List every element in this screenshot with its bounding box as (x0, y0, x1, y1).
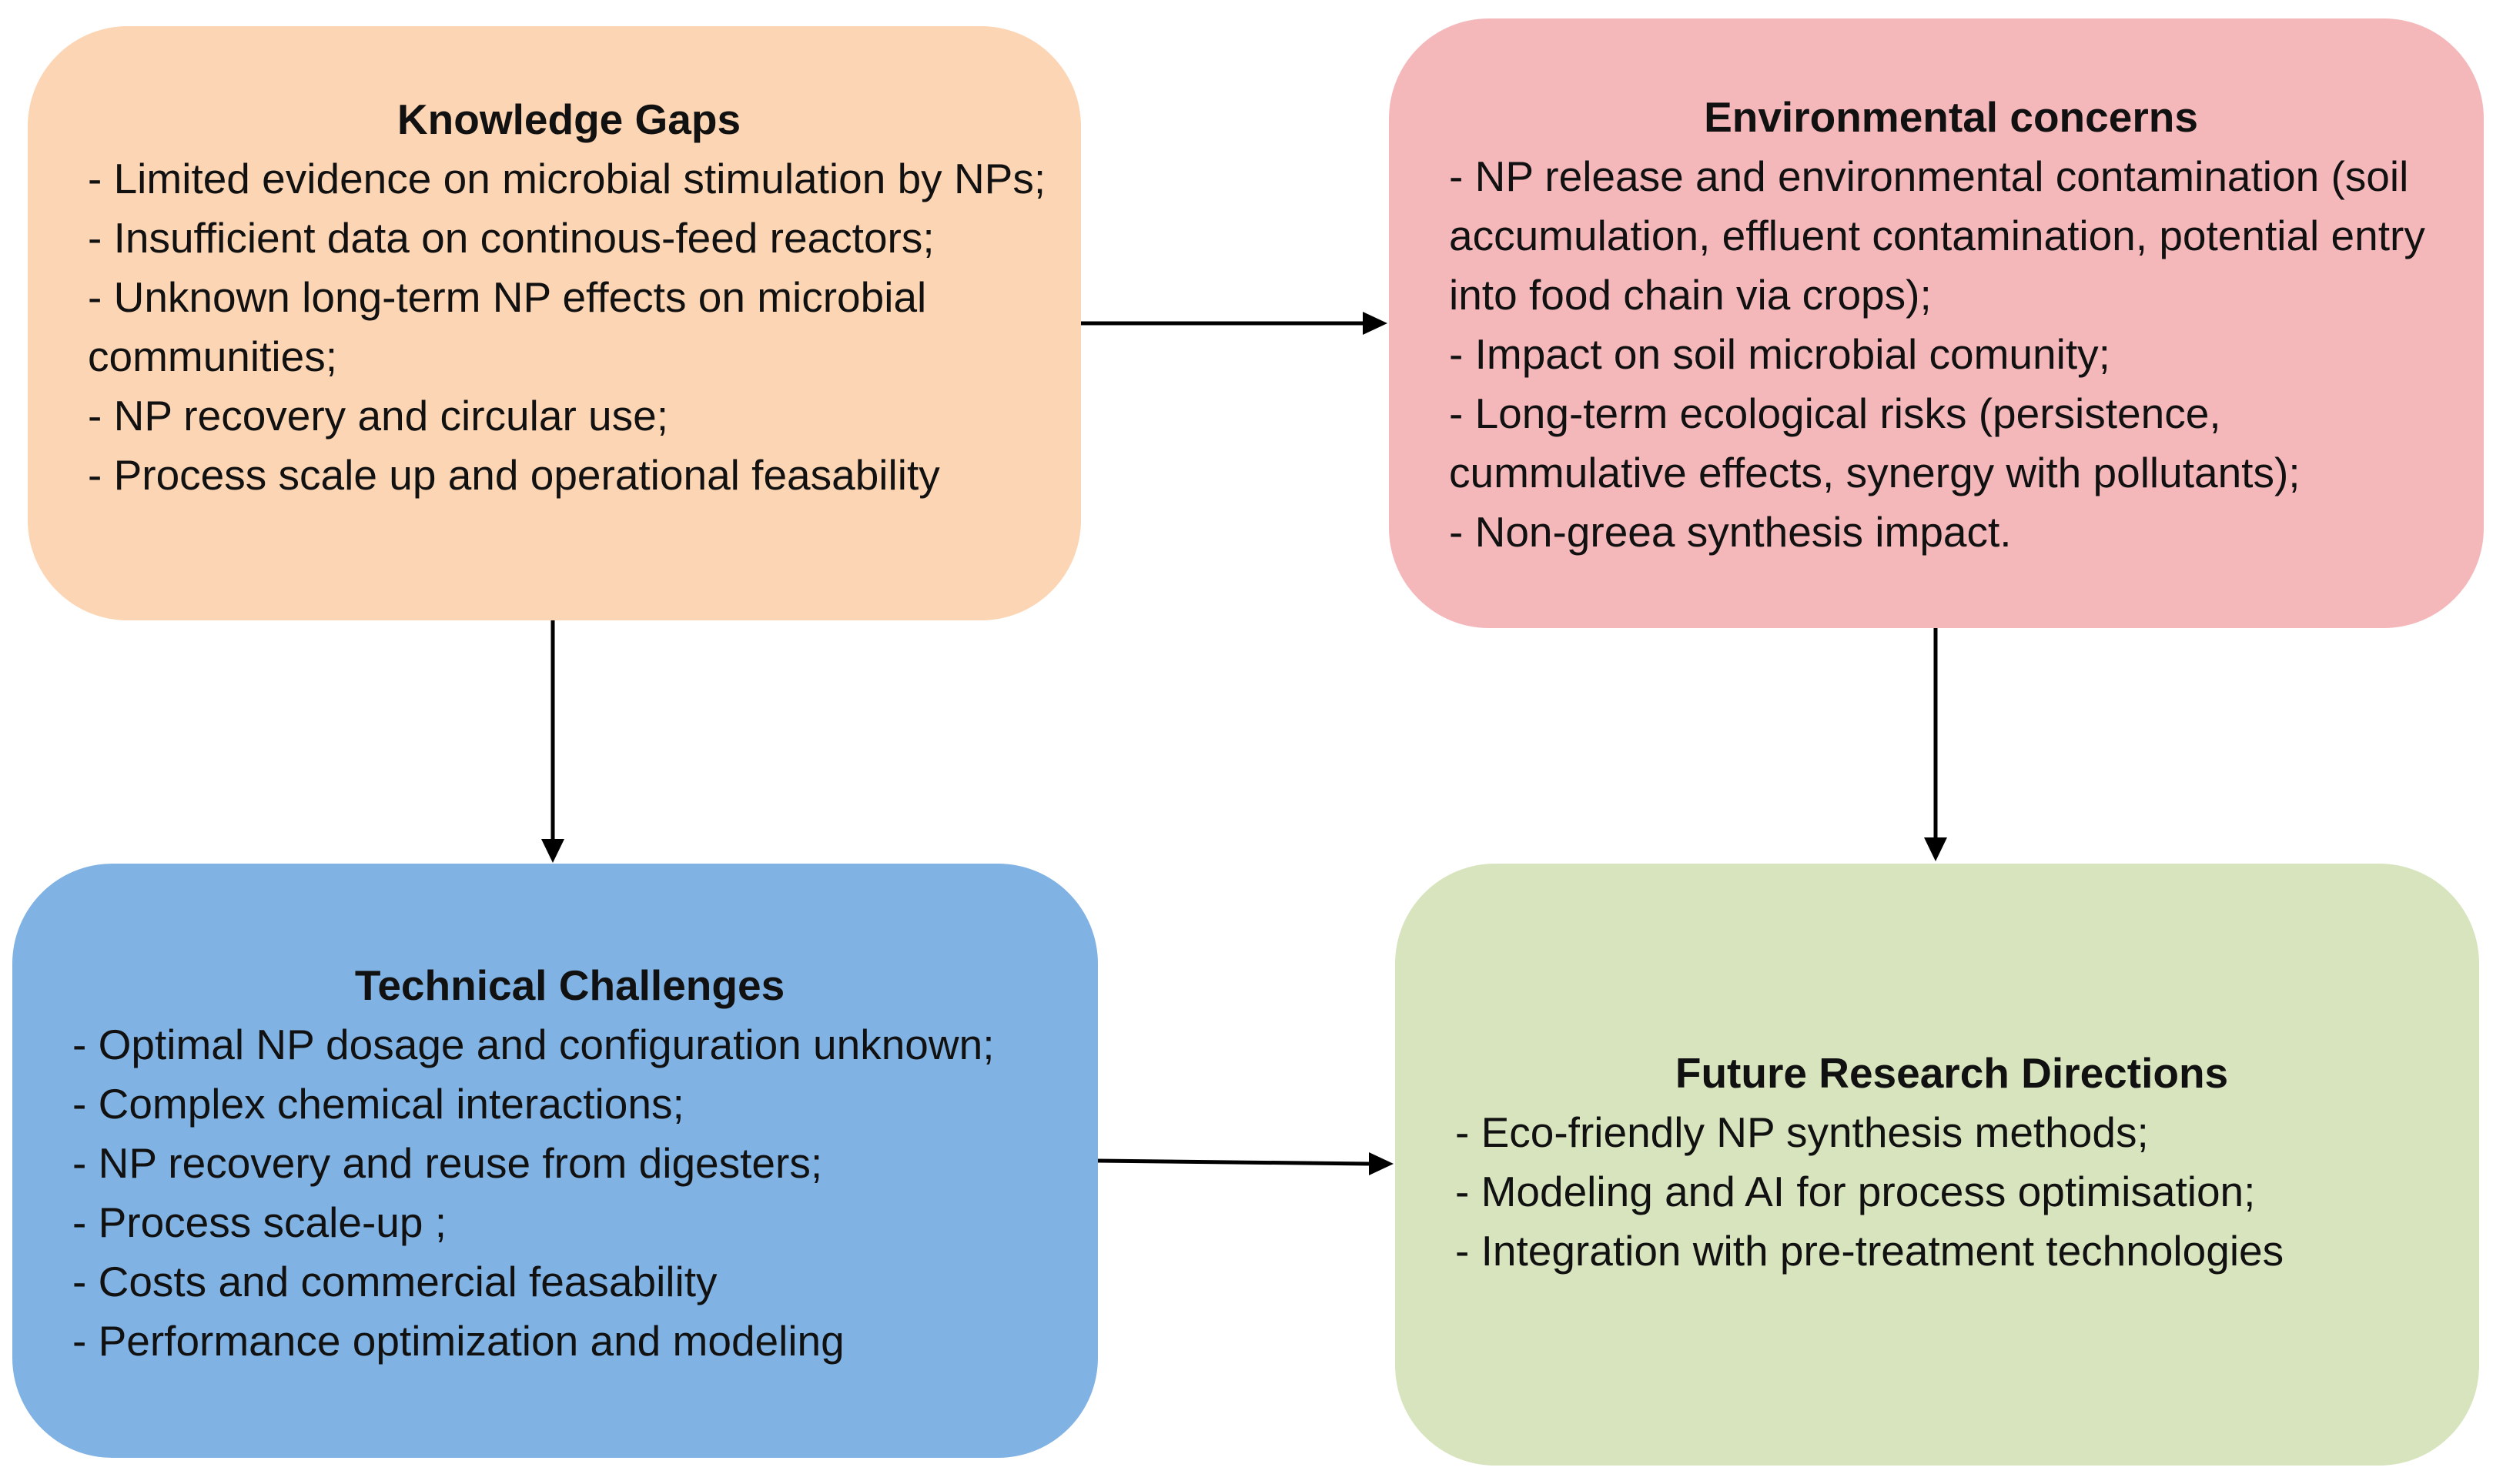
environmental-concerns-item: - Impact on soil microbial comunity; (1449, 330, 2110, 378)
knowledge-gaps-box: Knowledge Gaps - Limited evidence on mic… (28, 26, 1081, 620)
technical-challenges-item: - Performance optimization and modeling (72, 1317, 845, 1365)
arrow-knowledge-to-technical (541, 620, 564, 863)
arrow-knowledge-to-environment (1081, 312, 1387, 335)
arrow-shaft (1097, 1158, 1370, 1166)
future-research-title: Future Research Directions (1675, 1049, 2229, 1097)
environmental-concerns-item: - NP release and environmental contamina… (1449, 152, 2425, 319)
environmental-concerns-title: Environmental concerns (1704, 93, 2198, 141)
arrow-head (1924, 837, 1947, 861)
arrow-head (541, 839, 564, 863)
future-research-item: - Modeling and AI for process optimisati… (1455, 1168, 2256, 1215)
environmental-concerns-list: - NP release and environmental contamina… (1449, 147, 2453, 562)
technical-challenges-item: - Costs and commercial feasability (72, 1258, 718, 1305)
knowledge-gaps-item: - NP recovery and circular use; (88, 392, 668, 440)
technical-challenges-title: Technical Challenges (354, 961, 785, 1009)
future-research-box: Future Research Directions - Eco-friendl… (1395, 864, 2479, 1466)
technical-challenges-item: - NP recovery and reuse from digesters; (72, 1139, 823, 1187)
knowledge-gaps-item: - Unknown long-term NP effects on microb… (88, 273, 927, 380)
technical-challenges-item: - Optimal NP dosage and configuration un… (72, 1021, 995, 1068)
technical-challenges-box: Technical Challenges - Optimal NP dosage… (12, 864, 1098, 1458)
technical-challenges-item: - Process scale-up ; (72, 1198, 447, 1246)
knowledge-gaps-item: - Process scale up and operational feasa… (88, 451, 940, 499)
knowledge-gaps-item: - Insufficient data on continous-feed re… (88, 214, 935, 262)
environmental-concerns-box: Environmental concerns - NP release and … (1389, 18, 2484, 628)
future-research-item: - Integration with pre-treatment technol… (1455, 1227, 2284, 1275)
environmental-concerns-item: - Non-greea synthesis impact. (1449, 508, 2012, 556)
technical-challenges-item: - Complex chemical interactions; (72, 1080, 684, 1128)
arrow-technical-to-future (1097, 1152, 1394, 1175)
knowledge-gaps-title: Knowledge Gaps (397, 95, 741, 143)
future-research-item: - Eco-friendly NP synthesis methods; (1455, 1108, 2149, 1156)
environmental-concerns-item: - Long-term ecological risks (persistenc… (1449, 389, 2301, 496)
technical-challenges-list: - Optimal NP dosage and configuration un… (72, 1015, 1067, 1371)
future-research-list: - Eco-friendly NP synthesis methods; - M… (1455, 1103, 2448, 1281)
knowledge-gaps-list: - Limited evidence on microbial stimulat… (88, 149, 1050, 505)
knowledge-gaps-item: - Limited evidence on microbial stimulat… (88, 155, 1046, 202)
arrow-head (1363, 312, 1387, 335)
arrow-head (1369, 1152, 1394, 1175)
arrow-environment-to-future (1924, 628, 1947, 861)
